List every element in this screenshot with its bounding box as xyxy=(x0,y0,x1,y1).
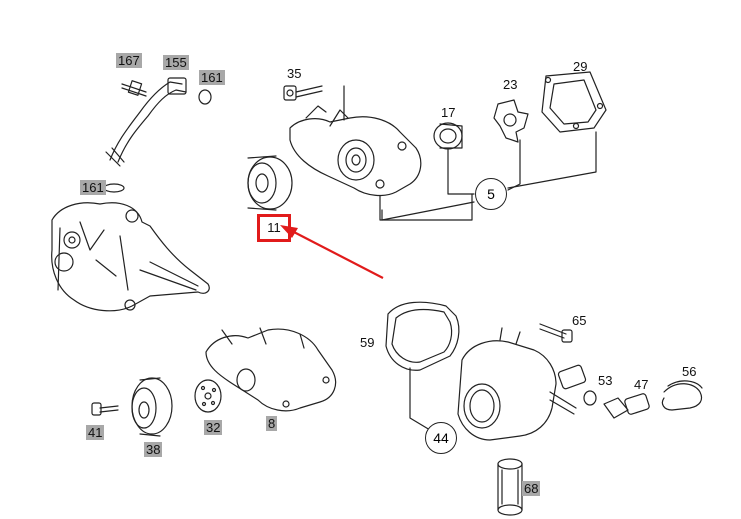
label-29: 29 xyxy=(573,59,588,74)
label-44: 44 xyxy=(433,430,449,446)
bolt-65-icon xyxy=(539,323,573,343)
label-59: 59 xyxy=(360,335,375,350)
pulley-11-icon xyxy=(247,155,293,211)
callout-44: 44 xyxy=(425,422,457,454)
water-pump-8-icon xyxy=(205,327,337,412)
label-32: 32 xyxy=(204,420,223,435)
label-23: 23 xyxy=(503,77,518,92)
callout-5: 5 xyxy=(475,178,507,210)
water-pump-housing-icon xyxy=(289,85,473,221)
label-47: 47 xyxy=(634,377,649,392)
label-38: 38 xyxy=(144,442,163,457)
label-155: 155 xyxy=(163,55,189,70)
label-56: 56 xyxy=(682,364,697,379)
label-53: 53 xyxy=(598,373,613,388)
label-161-left: 161 xyxy=(80,180,106,195)
highlight-box-11[interactable]: 11 xyxy=(257,214,291,242)
label-41: 41 xyxy=(86,425,105,440)
bolt-41-icon xyxy=(91,402,119,416)
washer-161-top-icon xyxy=(198,89,212,105)
label-65: 65 xyxy=(572,313,587,328)
label-5: 5 xyxy=(487,186,495,202)
pulley-38-icon xyxy=(131,377,173,437)
gasket-29-icon xyxy=(541,71,607,133)
gasket-59-icon xyxy=(385,301,460,371)
impeller-23-icon xyxy=(493,99,529,143)
seal-17-icon xyxy=(433,122,463,150)
washer-161-left-icon xyxy=(103,183,125,193)
flange-32-icon xyxy=(194,379,222,413)
thermostat-housing-44-icon xyxy=(457,327,587,441)
clip-56-icon xyxy=(661,380,703,411)
engine-housing-icon xyxy=(51,202,210,312)
label-161-top: 161 xyxy=(199,70,225,85)
label-167: 167 xyxy=(116,53,142,68)
bolt-35-icon xyxy=(283,85,323,101)
pointer-arrow-icon xyxy=(280,225,384,279)
bolt-167-icon xyxy=(121,80,147,97)
sensor-47-icon xyxy=(603,393,650,419)
washer-53-icon xyxy=(583,390,597,406)
label-8: 8 xyxy=(266,416,278,431)
pipe-68-icon xyxy=(497,458,523,516)
label-68: 68 xyxy=(522,481,541,496)
label-17: 17 xyxy=(441,105,456,120)
hose-155-icon xyxy=(105,77,187,167)
label-35: 35 xyxy=(287,66,302,81)
label-11: 11 xyxy=(267,220,281,235)
